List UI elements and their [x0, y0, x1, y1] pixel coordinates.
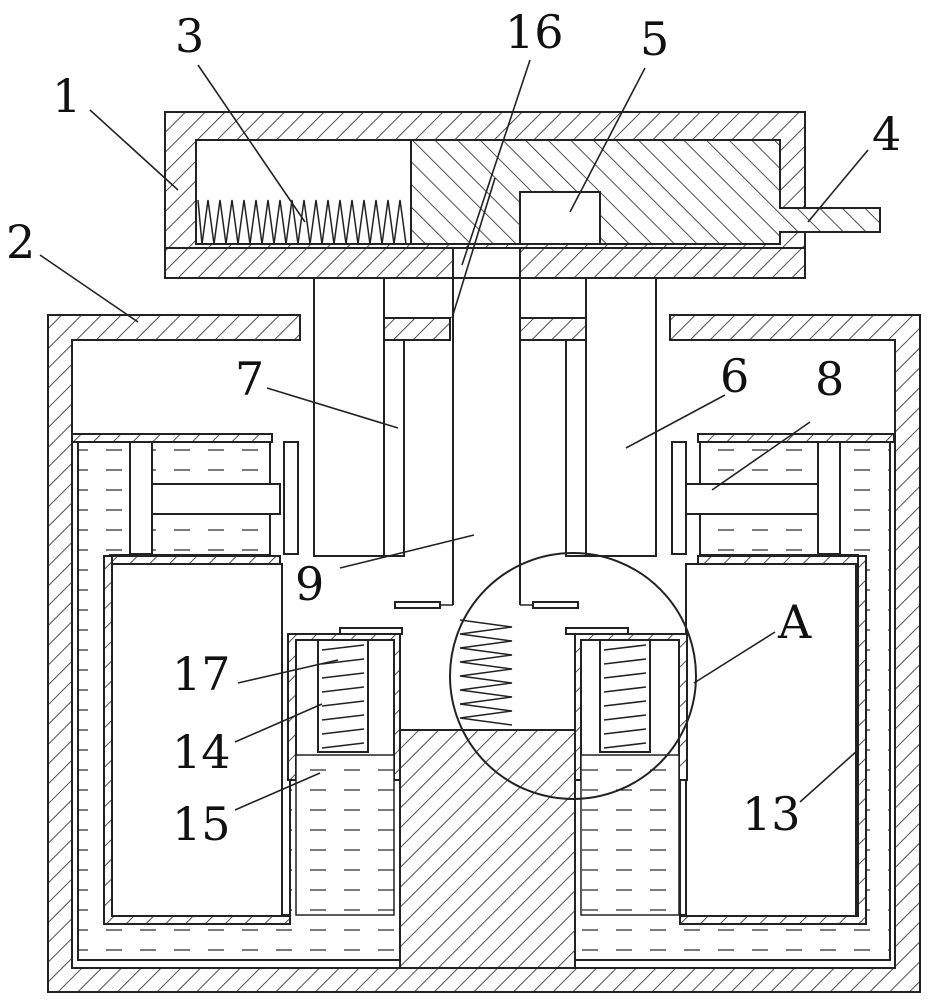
label-16: 16: [505, 5, 564, 59]
spring-3: [197, 199, 407, 245]
central-column: [394, 278, 579, 726]
top-housing: [164, 111, 881, 279]
shaft-6: [585, 277, 657, 557]
shaft-left: [313, 277, 385, 557]
central-base: [399, 729, 576, 969]
label-3: 3: [175, 9, 204, 63]
slider-block: [410, 139, 881, 245]
label-8: 8: [815, 352, 844, 406]
leader-lines: [39, 59, 869, 811]
label-1: 1: [52, 69, 81, 123]
piston-rod-8: [685, 483, 819, 515]
detail-circle-a: [449, 552, 697, 800]
label-4: 4: [872, 107, 901, 161]
label-17: 17: [172, 647, 231, 701]
label-a: A: [777, 595, 812, 649]
block-5: [519, 191, 601, 245]
label-9: 9: [295, 557, 324, 611]
labels: 1 3 16 5 4 2 7 6 8 9 A 17 14 15 13: [6, 5, 901, 851]
label-15: 15: [172, 797, 231, 851]
center-spring: [459, 619, 513, 726]
spring-chamber: [195, 139, 412, 245]
rod-7: [383, 339, 405, 557]
side-chambers: [287, 627, 688, 916]
pistons: [129, 441, 841, 555]
shafts: [313, 277, 657, 557]
label-6: 6: [720, 349, 749, 403]
channel-16: [452, 247, 521, 279]
label-14: 14: [172, 725, 231, 779]
label-13: 13: [742, 787, 801, 841]
rod-right: [565, 339, 587, 557]
label-2: 2: [6, 215, 35, 269]
label-5: 5: [640, 12, 669, 66]
spring-17: [321, 644, 365, 749]
label-7: 7: [235, 352, 264, 406]
